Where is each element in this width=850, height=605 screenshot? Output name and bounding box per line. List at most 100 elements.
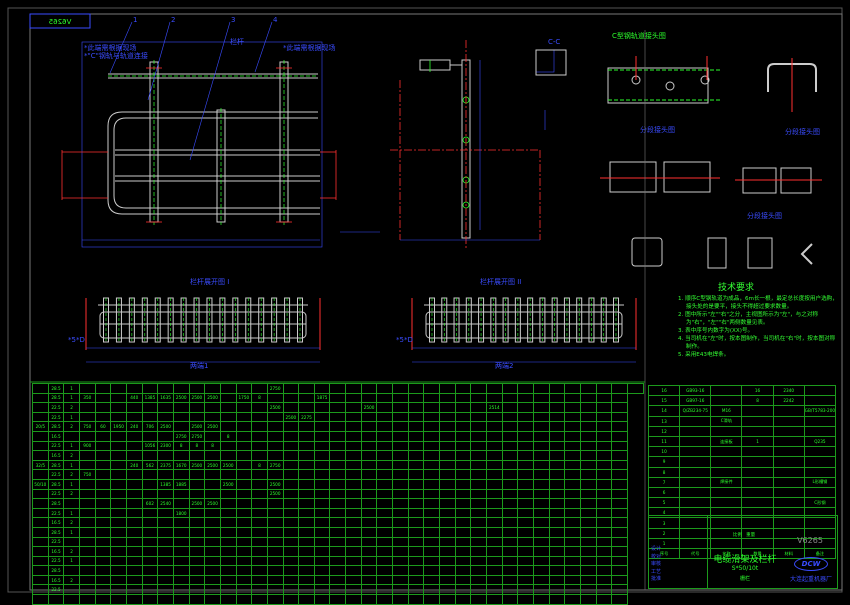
spec-table-cell: [548, 507, 566, 519]
spec-table-cell: [266, 430, 284, 442]
spec-table-cell: 2: [63, 402, 80, 413]
spec-table-cell: [595, 507, 613, 519]
spec-table-cell: [407, 478, 425, 490]
spec-table-cell: [251, 402, 268, 413]
spec-table-cell: [533, 459, 550, 471]
spec-table-cell: [548, 421, 566, 432]
spec-table-cell: [376, 565, 394, 576]
spec-table-cell: [78, 402, 96, 413]
spec-table-cell: [188, 526, 206, 538]
spec-table-cell: 2500: [204, 421, 221, 432]
spec-table-cell: [407, 469, 425, 480]
spec-table-cell: 22.5: [47, 536, 65, 548]
spec-table-cell: [235, 383, 253, 394]
spec-table-cell: [188, 536, 206, 548]
spec-table-cell: [376, 392, 394, 404]
parts-list-cell: [679, 486, 712, 499]
spec-table-cell: [533, 584, 550, 596]
spec-table-cell: [548, 594, 566, 605]
spec-table-cell: [32, 383, 49, 394]
spec-table-cell: [345, 498, 362, 509]
spec-table-cell: [579, 526, 597, 538]
parts-list-cell: 14: [647, 405, 681, 417]
spec-table-cell: [564, 594, 581, 605]
spec-table-cell: [125, 430, 143, 442]
spec-table-cell: [266, 450, 284, 461]
spec-table-cell: [454, 440, 472, 452]
spec-table-cell: [407, 450, 425, 461]
spec-table-cell: [501, 440, 519, 452]
spec-table-cell: [533, 469, 550, 480]
spec-table-cell: [94, 594, 112, 605]
spec-table-cell: [329, 498, 347, 509]
spec-table-cell: 16.5: [47, 450, 65, 461]
parts-list-cell: [710, 395, 743, 407]
spec-table-cell: [407, 383, 425, 394]
spec-table-cell: [376, 555, 394, 567]
spec-table-cell: [454, 459, 472, 471]
spec-table-cell: 2500: [219, 459, 237, 471]
spec-table-cell: [579, 430, 597, 442]
spec-table-cell: [32, 469, 49, 480]
spec-table-cell: [548, 392, 566, 404]
spec-table-cell: [517, 594, 534, 605]
spec-table-cell: [235, 459, 253, 471]
spec-table-cell: [486, 507, 503, 519]
spec-table-cell: [470, 430, 488, 442]
spec-table-cell: [204, 574, 221, 586]
spec-table-cell: [579, 459, 597, 471]
spec-table-cell: [172, 594, 190, 605]
spec-table-cell: [329, 565, 347, 576]
spec-table-cell: [407, 565, 425, 576]
spec-table-cell: [548, 546, 566, 557]
spec-table-cell: 8: [251, 392, 268, 404]
spec-table-cell: [345, 440, 362, 452]
spec-table-cell: 1: [63, 555, 80, 567]
spec-table-cell: [78, 450, 96, 461]
spec-table-cell: [360, 440, 378, 452]
sheet-label: 栅栏: [739, 576, 750, 582]
spec-table-cell: [157, 507, 174, 519]
spec-table-cell: 16.5: [47, 430, 65, 442]
spec-table-cell: [439, 574, 456, 586]
spec-table-cell: [141, 517, 159, 528]
parts-list-cell: [679, 497, 712, 509]
parts-list-cell: [772, 466, 805, 478]
spec-table-cell: [235, 574, 253, 586]
spec-table-cell: [486, 459, 503, 471]
spec-table-cell: [517, 517, 534, 528]
spec-table-cell: [533, 383, 550, 394]
spec-table-cell: [204, 411, 221, 423]
spec-table-cell: [110, 392, 127, 404]
spec-table-cell: [235, 402, 253, 413]
spec-table-cell: [454, 383, 472, 394]
spec-table-cell: [188, 565, 206, 576]
spec-table-cell: [360, 383, 378, 394]
rail-frame: [425, 311, 623, 339]
spec-table-cell: [125, 411, 143, 423]
spec-table-cell: [313, 469, 331, 480]
spec-table-cell: [423, 402, 441, 413]
spec-table-cell: [470, 526, 488, 538]
spec-table-cell: [110, 574, 127, 586]
spec-table-cell: [486, 594, 503, 605]
spec-table-cell: [392, 498, 409, 509]
spec-table-cell: [157, 469, 174, 480]
spec-table-cell: [282, 555, 300, 567]
spec-table-cell: [282, 584, 300, 596]
spec-table-cell: 750: [78, 469, 96, 480]
spec-table-cell: [235, 498, 253, 509]
spec-table-cell: 602: [141, 498, 159, 509]
spec-table-cell: [548, 411, 566, 423]
spec-table-cell: [423, 450, 441, 461]
spec-table-cell: [579, 574, 597, 586]
signoff-label: 设计: [651, 546, 662, 552]
spec-table-cell: [407, 402, 425, 413]
spec-table-cell: [517, 546, 534, 557]
spec-table-cell: [125, 546, 143, 557]
spec-table-cell: [439, 421, 456, 432]
spec-table-cell: [313, 450, 331, 461]
spec-table-cell: [470, 594, 488, 605]
spec-table-cell: [454, 421, 472, 432]
